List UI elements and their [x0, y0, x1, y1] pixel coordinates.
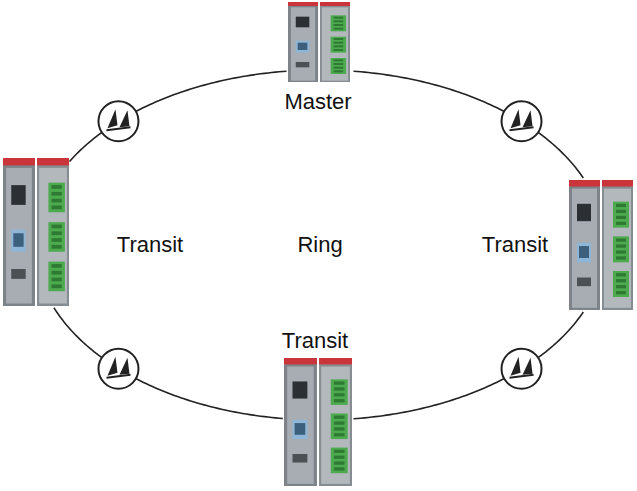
device-role: Transit — [482, 233, 548, 257]
ring-device: Transit — [569, 180, 633, 310]
ring-link — [353, 312, 583, 419]
coupler-symbol — [98, 349, 138, 389]
device-picture — [569, 180, 633, 310]
coupler-symbol — [98, 101, 138, 141]
device-picture — [288, 2, 350, 82]
ring-link — [353, 71, 583, 178]
device-role: Transit — [117, 233, 183, 257]
ring-label: Ring — [297, 233, 342, 257]
device-picture — [284, 358, 352, 486]
ring-device: Master — [288, 2, 350, 82]
ring-link — [54, 308, 283, 419]
device-role: Transit — [282, 329, 348, 353]
device-picture — [3, 158, 69, 306]
coupler-symbol — [502, 101, 542, 141]
device-role: Master — [284, 90, 351, 114]
ring-device: Transit — [3, 158, 69, 306]
ring-device: Transit — [284, 358, 352, 486]
ring-link — [70, 71, 287, 161]
coupler-symbol — [502, 349, 542, 389]
